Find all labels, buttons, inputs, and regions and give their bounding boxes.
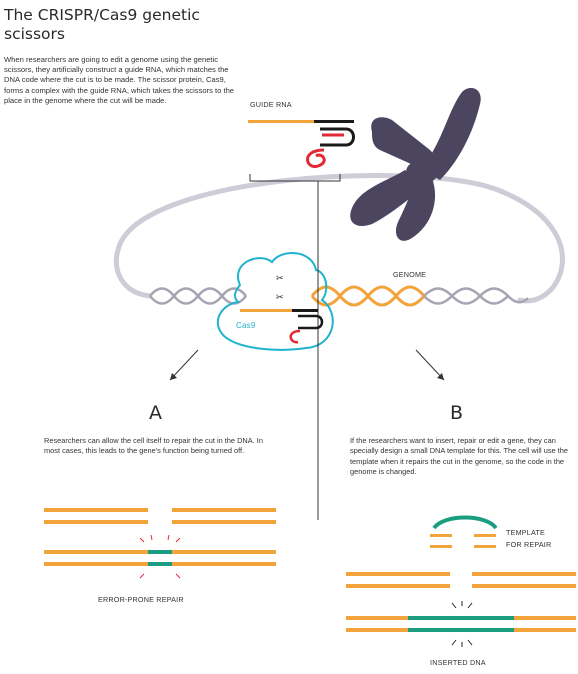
cut-dna — [44, 508, 276, 524]
genome-helix-left — [149, 287, 247, 305]
guide-rna — [248, 120, 355, 168]
scissors-icon: ✂ — [276, 292, 284, 302]
option-a-letter: A — [149, 402, 162, 424]
guide-rna-label: GUIDE RNA — [250, 100, 292, 109]
genome-label: GENOME — [393, 270, 427, 279]
repaired-dna-error-prone — [44, 550, 276, 566]
intro-paragraph: When researchers are going to edit a gen… — [4, 55, 235, 105]
cas9-label: Cas9 — [236, 321, 256, 330]
template-label-line2: FOR REPAIR — [506, 540, 552, 549]
insert-spark-marks — [451, 601, 473, 647]
cut-dna-b — [346, 572, 576, 588]
option-a-text: Researchers can allow the cell itself to… — [44, 436, 263, 456]
arrow-to-option-b — [415, 349, 445, 381]
scissors-icon: ✂ — [276, 273, 284, 283]
option-b-letter: B — [450, 402, 464, 424]
dna-template — [430, 515, 498, 548]
option-b-text: If the researchers want to insert, repai… — [350, 436, 568, 477]
dna-with-insert — [346, 616, 576, 632]
cas9-protein-outline — [217, 251, 334, 351]
template-label-line1: TEMPLATE — [506, 528, 546, 537]
genome-loop — [115, 173, 565, 304]
repair-spark-marks — [139, 534, 181, 579]
page-title: The CRISPR/Cas9 genetic scissors — [4, 6, 200, 43]
bound-guide-rna — [240, 309, 324, 344]
genome-loop-left — [113, 249, 151, 299]
genome-helix-right — [423, 287, 529, 305]
template-for-repair-label: TEMPLATE FOR REPAIR — [506, 527, 576, 551]
inserted-dna-label: INSERTED DNA — [430, 658, 486, 667]
genome-helix-target — [310, 285, 426, 307]
guide-rna-bracket — [249, 174, 341, 182]
chromosome — [350, 88, 481, 241]
error-prone-repair-label: ERROR-PRONE REPAIR — [98, 595, 184, 604]
arrow-to-option-a — [169, 349, 199, 381]
